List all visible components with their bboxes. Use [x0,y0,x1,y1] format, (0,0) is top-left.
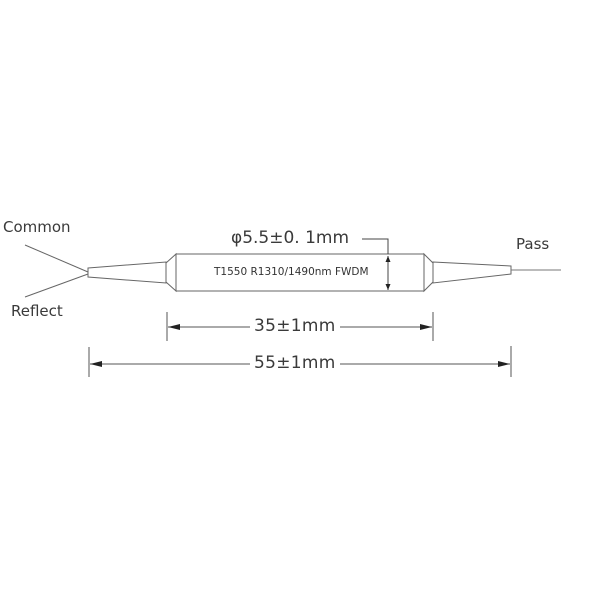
diameter-dimension [362,238,391,290]
common-fiber [24,244,89,273]
port-label-pass: Pass [516,235,550,253]
right-cap [423,252,434,293]
device-body [175,253,425,292]
total-length-label: 55±1mm [250,355,340,372]
diameter-label: φ5.5±0. 1mm [231,228,350,248]
body-marking: T1550 R1310/1490nm FWDM [214,266,369,278]
left-boot [87,261,167,284]
port-label-reflect: Reflect [11,302,63,320]
port-label-common: Common [3,218,71,236]
left-cap [165,252,177,293]
input-fibers [24,244,89,298]
body-length-label: 35±1mm [250,318,340,335]
right-boot [432,261,512,284]
reflect-fiber [24,273,89,298]
